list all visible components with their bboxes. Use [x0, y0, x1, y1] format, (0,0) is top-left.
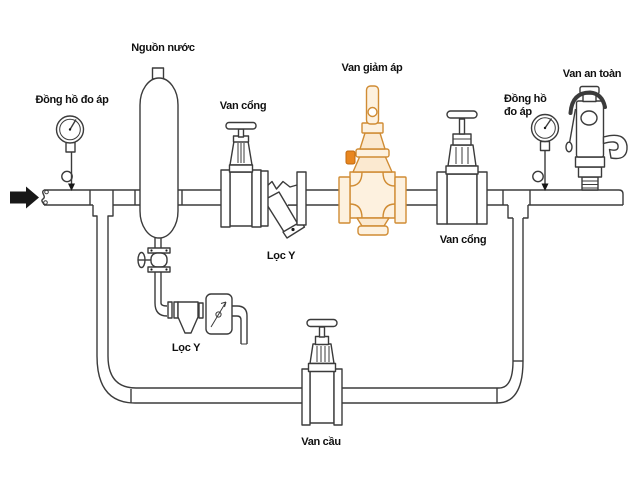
pilot-valve-body — [150, 252, 168, 268]
label-water-source: Nguồn nước — [131, 42, 195, 54]
label-pressure-gauge-right: Đồng hồ đo áp — [504, 93, 547, 119]
label-gate-valve-outlet: Van cổng — [439, 234, 487, 246]
label-pressure-reducing-valve: Van giảm áp — [341, 62, 403, 74]
globe-valve-handwheel — [306, 318, 338, 328]
pilot-branch — [137, 238, 248, 345]
label-pressure-gauge-left: Đồng hồ đo áp — [35, 94, 109, 106]
flow-arrow — [10, 186, 39, 209]
gate-valve-outlet-handwheel — [446, 110, 478, 119]
safety-valve — [565, 85, 628, 191]
safety-valve-outlet-hook — [602, 134, 628, 160]
prv-side-tap — [345, 150, 356, 165]
label-pressure-gauge-right-line1: Đồng hồ — [504, 93, 547, 105]
pressure-gauge-right — [530, 113, 560, 191]
label-safety-valve: Van an toàn — [562, 68, 622, 80]
label-pressure-gauge-right-line2: đo áp — [504, 106, 532, 118]
pressure-reducing-valve — [338, 85, 407, 236]
label-strainer-pilot: Lọc Y — [171, 342, 201, 354]
bypass-line — [92, 205, 529, 404]
safety-valve-lever — [568, 90, 607, 115]
main-pipe — [41, 189, 624, 206]
gate-valve-outlet — [436, 110, 488, 225]
globe-valve-bypass — [301, 318, 343, 426]
label-gate-valve-inlet: Van cổng — [219, 100, 267, 112]
strainer-main — [260, 170, 307, 239]
gate-valve-inlet — [220, 121, 262, 228]
pilot-strainer — [177, 301, 199, 334]
gate-valve-inlet-handwheel — [225, 121, 257, 130]
pressure-gauge-left — [55, 115, 85, 191]
label-globe-valve-bypass: Van cầu — [301, 436, 341, 448]
prv-adjusting-screw — [365, 85, 380, 125]
label-strainer-main: Lọc Y — [266, 250, 296, 262]
water-source-tank — [139, 67, 179, 239]
